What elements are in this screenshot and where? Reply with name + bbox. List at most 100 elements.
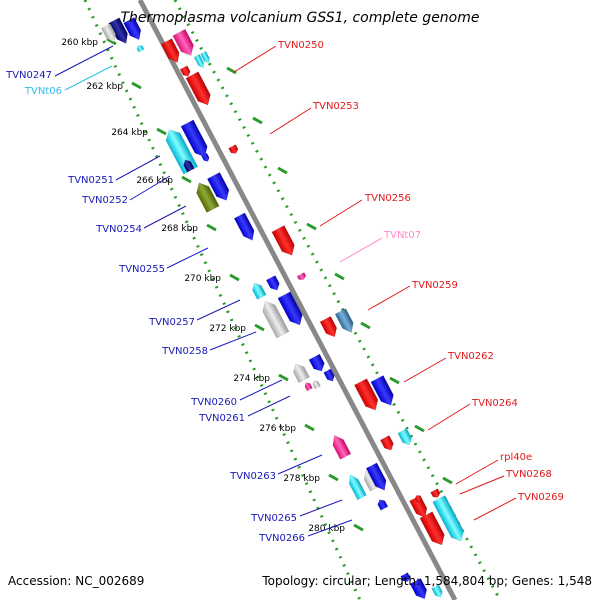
- tick-label: 272 kbp: [209, 324, 246, 334]
- gene-arrow: [271, 225, 295, 256]
- gene-label: TVN0261: [198, 413, 245, 424]
- tick-label: 278 kbp: [283, 474, 320, 484]
- gene-arrow: [319, 316, 337, 338]
- leader-line: [455, 459, 499, 485]
- leader-line: [269, 107, 312, 135]
- gene-arrow: [419, 511, 445, 546]
- gene-arrow: [430, 488, 441, 498]
- tick-mark: [254, 323, 265, 332]
- gene-label: TVN0252: [81, 195, 128, 206]
- gene-arrow: [262, 300, 290, 339]
- gene-arrow: [108, 17, 128, 44]
- gene-arrow: [252, 282, 267, 300]
- tick-label: 260 kbp: [61, 38, 98, 48]
- gene-label: TVN0264: [471, 398, 518, 409]
- tick-mark: [131, 81, 142, 90]
- gene-label: TVN0258: [161, 346, 208, 357]
- leader-line: [54, 45, 114, 77]
- gene-arrow: [183, 159, 195, 173]
- gene-arrow: [265, 275, 280, 291]
- gene-arrow: [400, 572, 411, 582]
- leader-line: [233, 45, 277, 73]
- gene-arrow: [196, 182, 220, 213]
- tick-label: 274 kbp: [233, 374, 270, 384]
- gene-arrow: [180, 119, 208, 158]
- gene-arrow: [332, 435, 352, 460]
- leader-line: [307, 519, 353, 537]
- gene-arrow: [136, 45, 145, 53]
- leader-line: [299, 499, 343, 517]
- gene-label: TVN0253: [312, 101, 359, 112]
- gene-label: TVN0255: [118, 264, 165, 275]
- gene-label: TVN0260: [190, 397, 237, 408]
- gene-label: TVN0268: [505, 469, 552, 480]
- gene-arrow: [172, 28, 194, 56]
- tick-mark: [252, 116, 263, 125]
- gene-label: TVN0265: [250, 513, 297, 524]
- leader-line: [459, 475, 505, 495]
- tick-mark: [353, 523, 364, 532]
- gene-arrow: [160, 38, 180, 63]
- gene-label: TVN0259: [411, 280, 458, 291]
- gene-arrow: [312, 380, 321, 390]
- gene-arrow: [200, 50, 210, 64]
- leader-line: [196, 299, 241, 321]
- leader-line: [319, 199, 363, 227]
- gene-label: TVNt06: [24, 86, 62, 97]
- tick-mark: [181, 175, 192, 184]
- leader-line: [247, 395, 291, 417]
- gene-label: TVN0256: [364, 193, 411, 204]
- gene-arrow: [179, 65, 191, 77]
- gene-arrow: [432, 495, 464, 542]
- tick-mark: [278, 373, 289, 382]
- guide-line-left: [83, 0, 362, 600]
- leader-line: [166, 247, 209, 269]
- leader-line: [143, 205, 187, 229]
- tick-mark: [389, 376, 400, 385]
- gene-label: TVNt07: [383, 230, 421, 241]
- gene-label: rpl40e: [500, 452, 532, 463]
- gene-arrow: [304, 382, 313, 392]
- leader-line: [427, 403, 471, 431]
- tick-mark: [226, 66, 237, 75]
- gene-label: TVN0257: [148, 317, 195, 328]
- tick-mark: [334, 272, 345, 281]
- gene-label: TVN0254: [95, 224, 142, 235]
- gene-label: TVN0250: [277, 40, 324, 51]
- tick-mark: [156, 127, 167, 136]
- leader-line: [209, 331, 257, 351]
- tick-label: 268 kbp: [161, 224, 198, 234]
- tick-mark: [304, 423, 315, 432]
- gene-arrow: [409, 578, 427, 600]
- gene-arrow: [277, 291, 303, 326]
- gene-arrow: [379, 435, 394, 451]
- tick-mark: [206, 223, 217, 232]
- genome-backbone: [137, 0, 458, 600]
- tick-mark: [328, 473, 339, 482]
- gene-arrow: [233, 212, 255, 241]
- leader-line: [403, 357, 447, 383]
- gene-arrow: [308, 353, 325, 372]
- gene-label: TVN0262: [447, 351, 494, 362]
- tick-mark: [277, 166, 288, 175]
- gene-arrow: [228, 144, 239, 154]
- tick-label: 264 kbp: [111, 128, 148, 138]
- gene-arrow: [365, 462, 387, 491]
- gene-arrow: [101, 23, 116, 43]
- leader-line: [367, 285, 411, 311]
- gene-label: TVN0251: [67, 175, 114, 186]
- gene-arrow: [185, 71, 211, 106]
- gene-arrow: [370, 375, 394, 406]
- leader-line: [473, 497, 517, 521]
- leader-line: [239, 379, 283, 401]
- map-title: Thermoplasma volcanium GSS1, complete ge…: [120, 10, 480, 26]
- leader-line: [277, 454, 323, 475]
- gene-arrow: [123, 17, 142, 41]
- genome-summary: Topology: circular; Length: 1,584,804 bp…: [262, 574, 592, 588]
- gene-arrow: [354, 378, 379, 411]
- gene-arrow: [397, 428, 412, 446]
- gene-label: TVN0247: [5, 70, 52, 81]
- gene-arrow: [201, 152, 210, 162]
- gene-arrow: [334, 308, 354, 333]
